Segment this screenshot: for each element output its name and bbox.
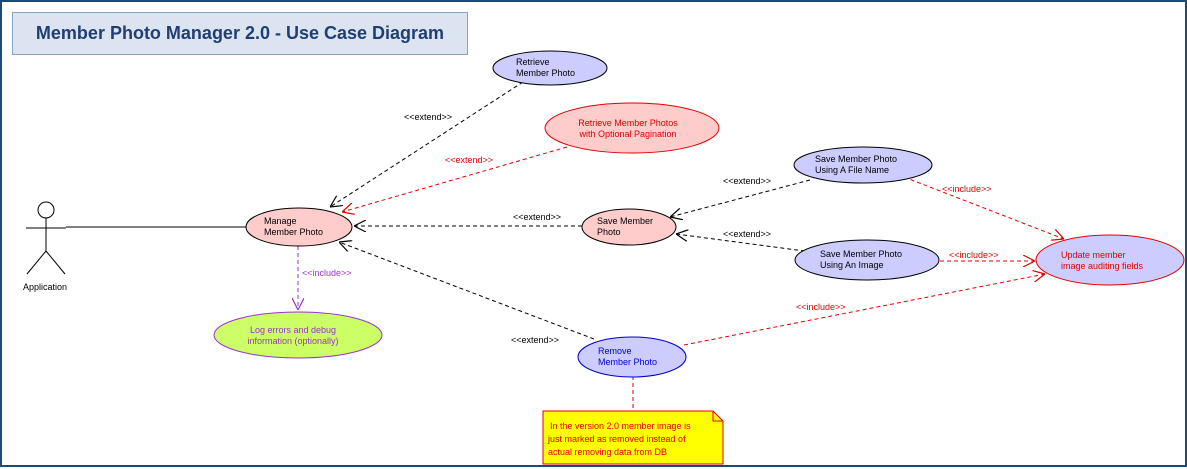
- extend-remove-to-manage: [339, 242, 595, 340]
- label-extend-save-file: <<extend>>: [723, 176, 771, 186]
- ellipse-save: [581, 208, 677, 246]
- use-case-retrieve-member-photo: Retrieve Member Photo: [492, 50, 608, 86]
- use-case-remove-member-photo: Remove Member Photo: [577, 336, 687, 378]
- actor-right-leg: [45, 250, 66, 275]
- manage-line-2: Member Photo: [264, 227, 323, 237]
- extend-save-image-to-save: [676, 234, 813, 253]
- note-line-1: In the version 2.0 member image is: [550, 421, 691, 431]
- log-errors-line-2: information (optionally): [247, 336, 338, 346]
- ellipse-log-errors: [213, 311, 383, 359]
- remove-line-1: Remove: [598, 346, 632, 356]
- save-file-line-2: Using A File Name: [815, 165, 889, 175]
- label-extend-remove: <<extend>>: [511, 335, 559, 345]
- remove-line-2: Member Photo: [598, 357, 657, 367]
- note-line-2: just marked as removed instead of: [547, 434, 686, 444]
- extend-retrieve-to-manage: [330, 81, 524, 207]
- note-removal: In the version 2.0 member image is just …: [542, 410, 724, 465]
- label-include-remove: <<include>>: [796, 302, 846, 312]
- diagram-title-box: Member Photo Manager 2.0 - Use Case Diag…: [12, 12, 468, 55]
- use-case-log-errors: Log errors and debug information (option…: [213, 311, 383, 359]
- actor-label: Application: [23, 282, 67, 292]
- label-include-save-file: <<include>>: [942, 184, 992, 194]
- note-fold: [712, 411, 723, 422]
- save-line-1: Save Member: [597, 216, 653, 226]
- actor-application: Application: [23, 201, 67, 292]
- label-include-log: <<include>>: [302, 268, 352, 278]
- retrieve-paginated-line-1: Retrieve Member Photos: [578, 118, 678, 128]
- ellipse-manage: [245, 207, 353, 247]
- ellipse-save-image: [794, 239, 940, 281]
- save-file-line-1: Save Member Photo: [815, 154, 897, 164]
- note-line-3: actual removing data from DB: [548, 447, 667, 457]
- use-case-save-using-file-name: Save Member Photo Using A File Name: [793, 146, 933, 184]
- retrieve-line-1: Retrieve: [516, 57, 550, 67]
- ellipse-update-audit: [1035, 234, 1185, 286]
- include-save-file-to-update: [903, 176, 1064, 239]
- ellipse-retrieve-paginated: [544, 102, 720, 154]
- log-errors-line-1: Log errors and debug: [250, 325, 336, 335]
- save-line-2: Photo: [597, 227, 621, 237]
- ellipse-remove: [577, 336, 687, 378]
- use-case-update-auditing-fields: Update member image auditing fields: [1035, 234, 1185, 286]
- update-audit-line-1: Update member: [1061, 250, 1126, 260]
- use-case-save-using-image: Save Member Photo Using An Image: [794, 239, 940, 281]
- label-include-save-image: <<include>>: [949, 250, 999, 260]
- manage-line-1: Manage: [264, 216, 297, 226]
- actor-left-leg: [26, 250, 47, 275]
- note-box: [542, 410, 724, 465]
- include-remove-to-update: [683, 274, 1045, 346]
- label-extend-retrieve-paginated: <<extend>>: [445, 155, 493, 165]
- save-image-line-1: Save Member Photo: [820, 249, 902, 259]
- use-case-manage-member-photo: Manage Member Photo: [245, 207, 353, 247]
- extend-save-file-to-save: [670, 179, 811, 217]
- label-extend-save-image: <<extend>>: [723, 229, 771, 239]
- ellipse-save-file: [793, 146, 933, 184]
- retrieve-paginated-line-2: with Optional Pagination: [578, 129, 676, 139]
- ellipse-retrieve: [492, 50, 608, 86]
- label-extend-retrieve: <<extend>>: [404, 112, 452, 122]
- retrieve-line-2: Member Photo: [516, 68, 575, 78]
- update-audit-line-2: image auditing fields: [1061, 261, 1144, 271]
- actor-head: [37, 201, 55, 219]
- use-case-retrieve-paginated: Retrieve Member Photos with Optional Pag…: [544, 102, 720, 154]
- use-case-save-member-photo: Save Member Photo: [581, 208, 677, 246]
- diagram-title: Member Photo Manager 2.0 - Use Case Diag…: [35, 23, 445, 43]
- label-extend-save: <<extend>>: [513, 212, 561, 222]
- save-image-line-2: Using An Image: [820, 260, 884, 270]
